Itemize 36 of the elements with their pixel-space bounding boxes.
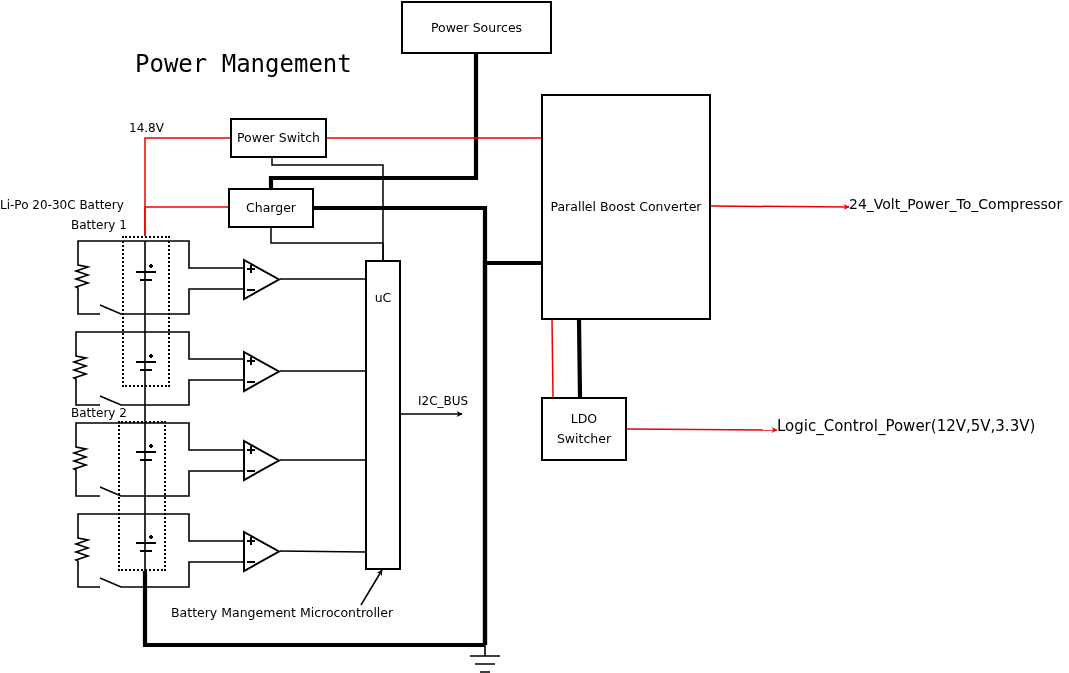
wire <box>142 571 485 648</box>
ground-symbol <box>469 645 501 673</box>
block-box: Power Switch <box>230 118 327 158</box>
arrow <box>710 203 850 210</box>
wire <box>279 550 366 553</box>
op-amp-symbol <box>243 440 280 481</box>
wire <box>279 459 366 461</box>
wire <box>576 319 583 398</box>
block-box: uC <box>365 260 401 570</box>
wire <box>482 260 541 645</box>
op-amp-symbol <box>243 351 280 392</box>
wire <box>551 319 554 398</box>
wire <box>279 278 366 280</box>
signal-text: Battery Mangement Microcontroller <box>171 605 394 620</box>
block-box: LDO Switcher <box>541 397 627 461</box>
arrow <box>626 426 778 433</box>
wire <box>279 370 366 372</box>
block-box: Power Sources <box>401 1 552 54</box>
wire <box>270 227 384 261</box>
voltage-label: 14.8V <box>129 121 164 135</box>
diagram-title: Power Mangement <box>135 50 352 78</box>
op-amp-symbol <box>243 531 280 572</box>
signal-text: 24_Volt_Power_To_Compressor <box>849 196 1063 212</box>
battery-heading: Battery 2 <box>71 406 127 420</box>
wire <box>326 137 542 139</box>
arrow <box>400 411 463 417</box>
block-box: Charger <box>228 188 314 228</box>
block-box: Parallel Boost Converter <box>541 94 711 320</box>
edge-label: I2C_BUS <box>418 394 469 408</box>
wire <box>144 206 229 237</box>
signal-text: Logic_Control_Power(12V,5V,3.3V) <box>777 417 1036 435</box>
op-amp-symbol <box>243 259 280 300</box>
arrow <box>360 569 383 606</box>
wire <box>268 54 479 188</box>
battery-heading: Battery 1 <box>71 218 127 232</box>
battery-type-label: Li-Po 20-30C Battery <box>0 198 124 212</box>
